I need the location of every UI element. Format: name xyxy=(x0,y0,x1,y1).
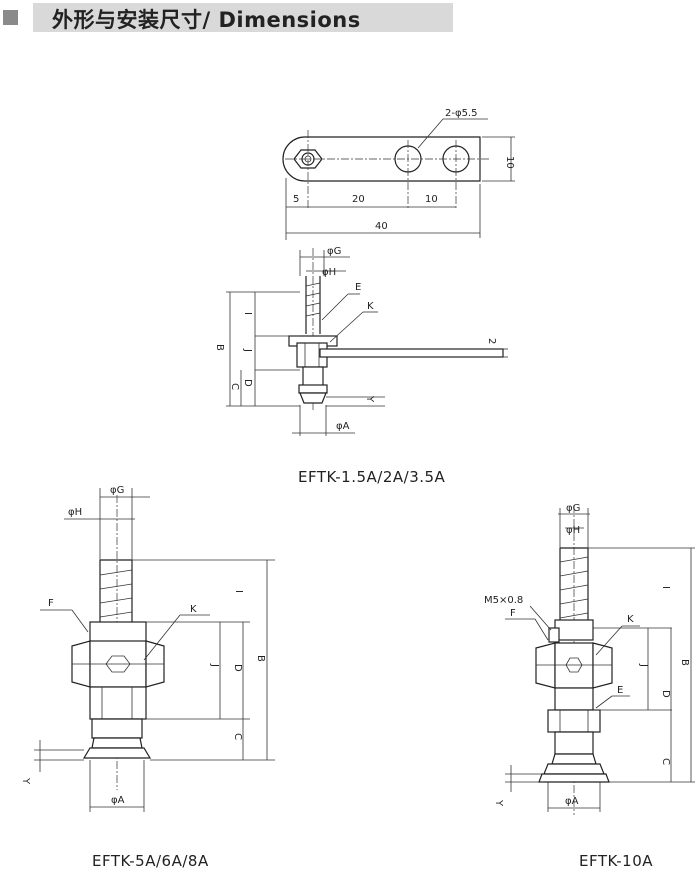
drawing-1-top-view: 2-φ5.5 10 5 20 10 40 xyxy=(282,108,515,240)
header-bar xyxy=(33,3,453,32)
hole-label: 2-φ5.5 xyxy=(445,108,477,119)
d3-label-B: B xyxy=(679,659,690,666)
section-header: 外形与安装尺寸/ Dimensions xyxy=(0,0,700,36)
d1-phiH: φH xyxy=(322,267,336,278)
header-square-icon xyxy=(3,10,18,25)
d2-phiG: φG xyxy=(110,485,124,496)
d3-label-D: D xyxy=(660,690,671,698)
drawing-1-side-view: φG φH E K 2 B I J C D Y φA xyxy=(214,246,508,436)
d3-label-Y: Y xyxy=(493,799,504,807)
section-title: 外形与安装尺寸/ Dimensions xyxy=(52,8,361,32)
caption-eftk-5a: EFTK-5A/6A/8A xyxy=(92,852,209,870)
caption-eftk-10a: EFTK-10A xyxy=(579,852,653,870)
d3-phiG: φG xyxy=(566,503,580,514)
d1-label-J: J xyxy=(242,348,253,352)
d2-label-J: J xyxy=(209,663,220,667)
d3-label-E: E xyxy=(617,685,623,696)
drawing-3: φG φH M5×0.8 F K E J D C B I Y xyxy=(484,503,695,815)
caption-eftk-1-5a: EFTK-1.5A/2A/3.5A xyxy=(298,468,446,486)
d1-phiA: φA xyxy=(336,421,350,432)
d1-label-I: I xyxy=(242,312,253,315)
d3-phiH: φH xyxy=(566,525,580,536)
drawing-2: φG φH F K J D C B I Y φA xyxy=(20,485,275,812)
d2-label-C: C xyxy=(232,733,243,740)
dim-40: 40 xyxy=(375,221,388,232)
d1-label-E: E xyxy=(355,282,361,293)
d2-phiH: φH xyxy=(68,507,82,518)
d3-label-J: J xyxy=(638,663,649,667)
d1-dim-2: 2 xyxy=(486,338,497,344)
d3-phiA: φA xyxy=(565,796,579,807)
dim-5: 5 xyxy=(293,194,299,205)
d1-label-K: K xyxy=(367,301,374,312)
d1-label-D: D xyxy=(242,379,253,387)
d1-phiG: φG xyxy=(327,246,341,257)
d2-label-B: B xyxy=(255,655,266,662)
d1-label-Y: Y xyxy=(364,395,375,403)
d3-label-K: K xyxy=(627,614,634,625)
d1-label-B: B xyxy=(214,344,225,351)
d2-phiA: φA xyxy=(111,795,125,806)
d2-label-I: I xyxy=(233,590,244,593)
d2-label-D: D xyxy=(232,664,243,672)
d3-label-C: C xyxy=(660,758,671,765)
d2-label-F: F xyxy=(48,598,54,609)
d2-label-Y: Y xyxy=(20,777,31,785)
d2-label-K: K xyxy=(190,604,197,615)
d3-label-F: F xyxy=(510,608,516,619)
dim-10-vertical: 10 xyxy=(504,156,515,169)
d3-label-I: I xyxy=(660,586,671,589)
dim-10: 10 xyxy=(425,194,438,205)
d1-label-C: C xyxy=(229,383,240,390)
d3-thread-label: M5×0.8 xyxy=(484,595,523,606)
dim-20: 20 xyxy=(352,194,365,205)
